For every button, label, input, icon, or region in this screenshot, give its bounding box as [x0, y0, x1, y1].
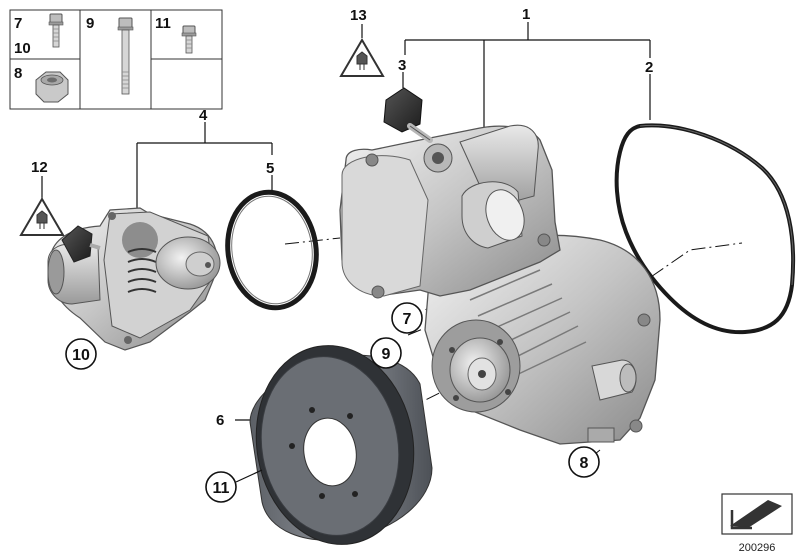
diagram-number: 200296 — [739, 542, 776, 554]
electrical-warning-icon-12 — [19, 197, 65, 236]
arrow-return-icon[interactable] — [721, 493, 793, 535]
svg-text:7: 7 — [403, 311, 412, 328]
callout-9: 9 — [370, 337, 402, 369]
callout-7: 7 — [391, 302, 423, 334]
electrical-warning-icon-13 — [339, 38, 385, 77]
part-label-1: 1 — [522, 6, 530, 23]
hex-bolt-short-icon — [48, 13, 64, 48]
part-label-5: 5 — [266, 160, 274, 177]
part-label-13: 13 — [350, 7, 367, 24]
thermostat-housing — [47, 207, 221, 351]
parts-box-label-8: 8 — [14, 65, 22, 82]
part-label-2: 2 — [645, 59, 653, 76]
hex-bolt-small-icon — [181, 25, 197, 54]
parts-box-label-11: 11 — [155, 15, 171, 32]
hex-nut-icon — [35, 71, 69, 103]
part-label-4: 4 — [199, 107, 208, 124]
hex-bolt-long-icon — [117, 17, 134, 95]
seal-ring-thermostat — [225, 189, 319, 311]
callout-10: 10 — [65, 338, 97, 370]
parts-box-label-9: 9 — [86, 15, 94, 32]
small-parts-box: 7 10 9 11 8 — [9, 9, 223, 110]
svg-text:11: 11 — [213, 480, 230, 497]
part-label-3: 3 — [398, 57, 406, 74]
callout-11: 11 — [205, 471, 237, 503]
svg-text:10: 10 — [72, 347, 90, 364]
water-pump-main — [339, 124, 661, 445]
part-label-6: 6 — [216, 412, 224, 429]
pulley-drum — [249, 345, 433, 545]
part-label-12: 12 — [31, 159, 48, 176]
svg-text:9: 9 — [382, 346, 391, 363]
svg-text:8: 8 — [580, 455, 589, 472]
callout-8: 8 — [568, 446, 600, 478]
parts-box-label-7: 7 — [14, 15, 22, 32]
parts-box-label-10: 10 — [14, 40, 31, 57]
leader-lines — [41, 22, 651, 421]
temperature-sensor-pump — [383, 87, 433, 143]
